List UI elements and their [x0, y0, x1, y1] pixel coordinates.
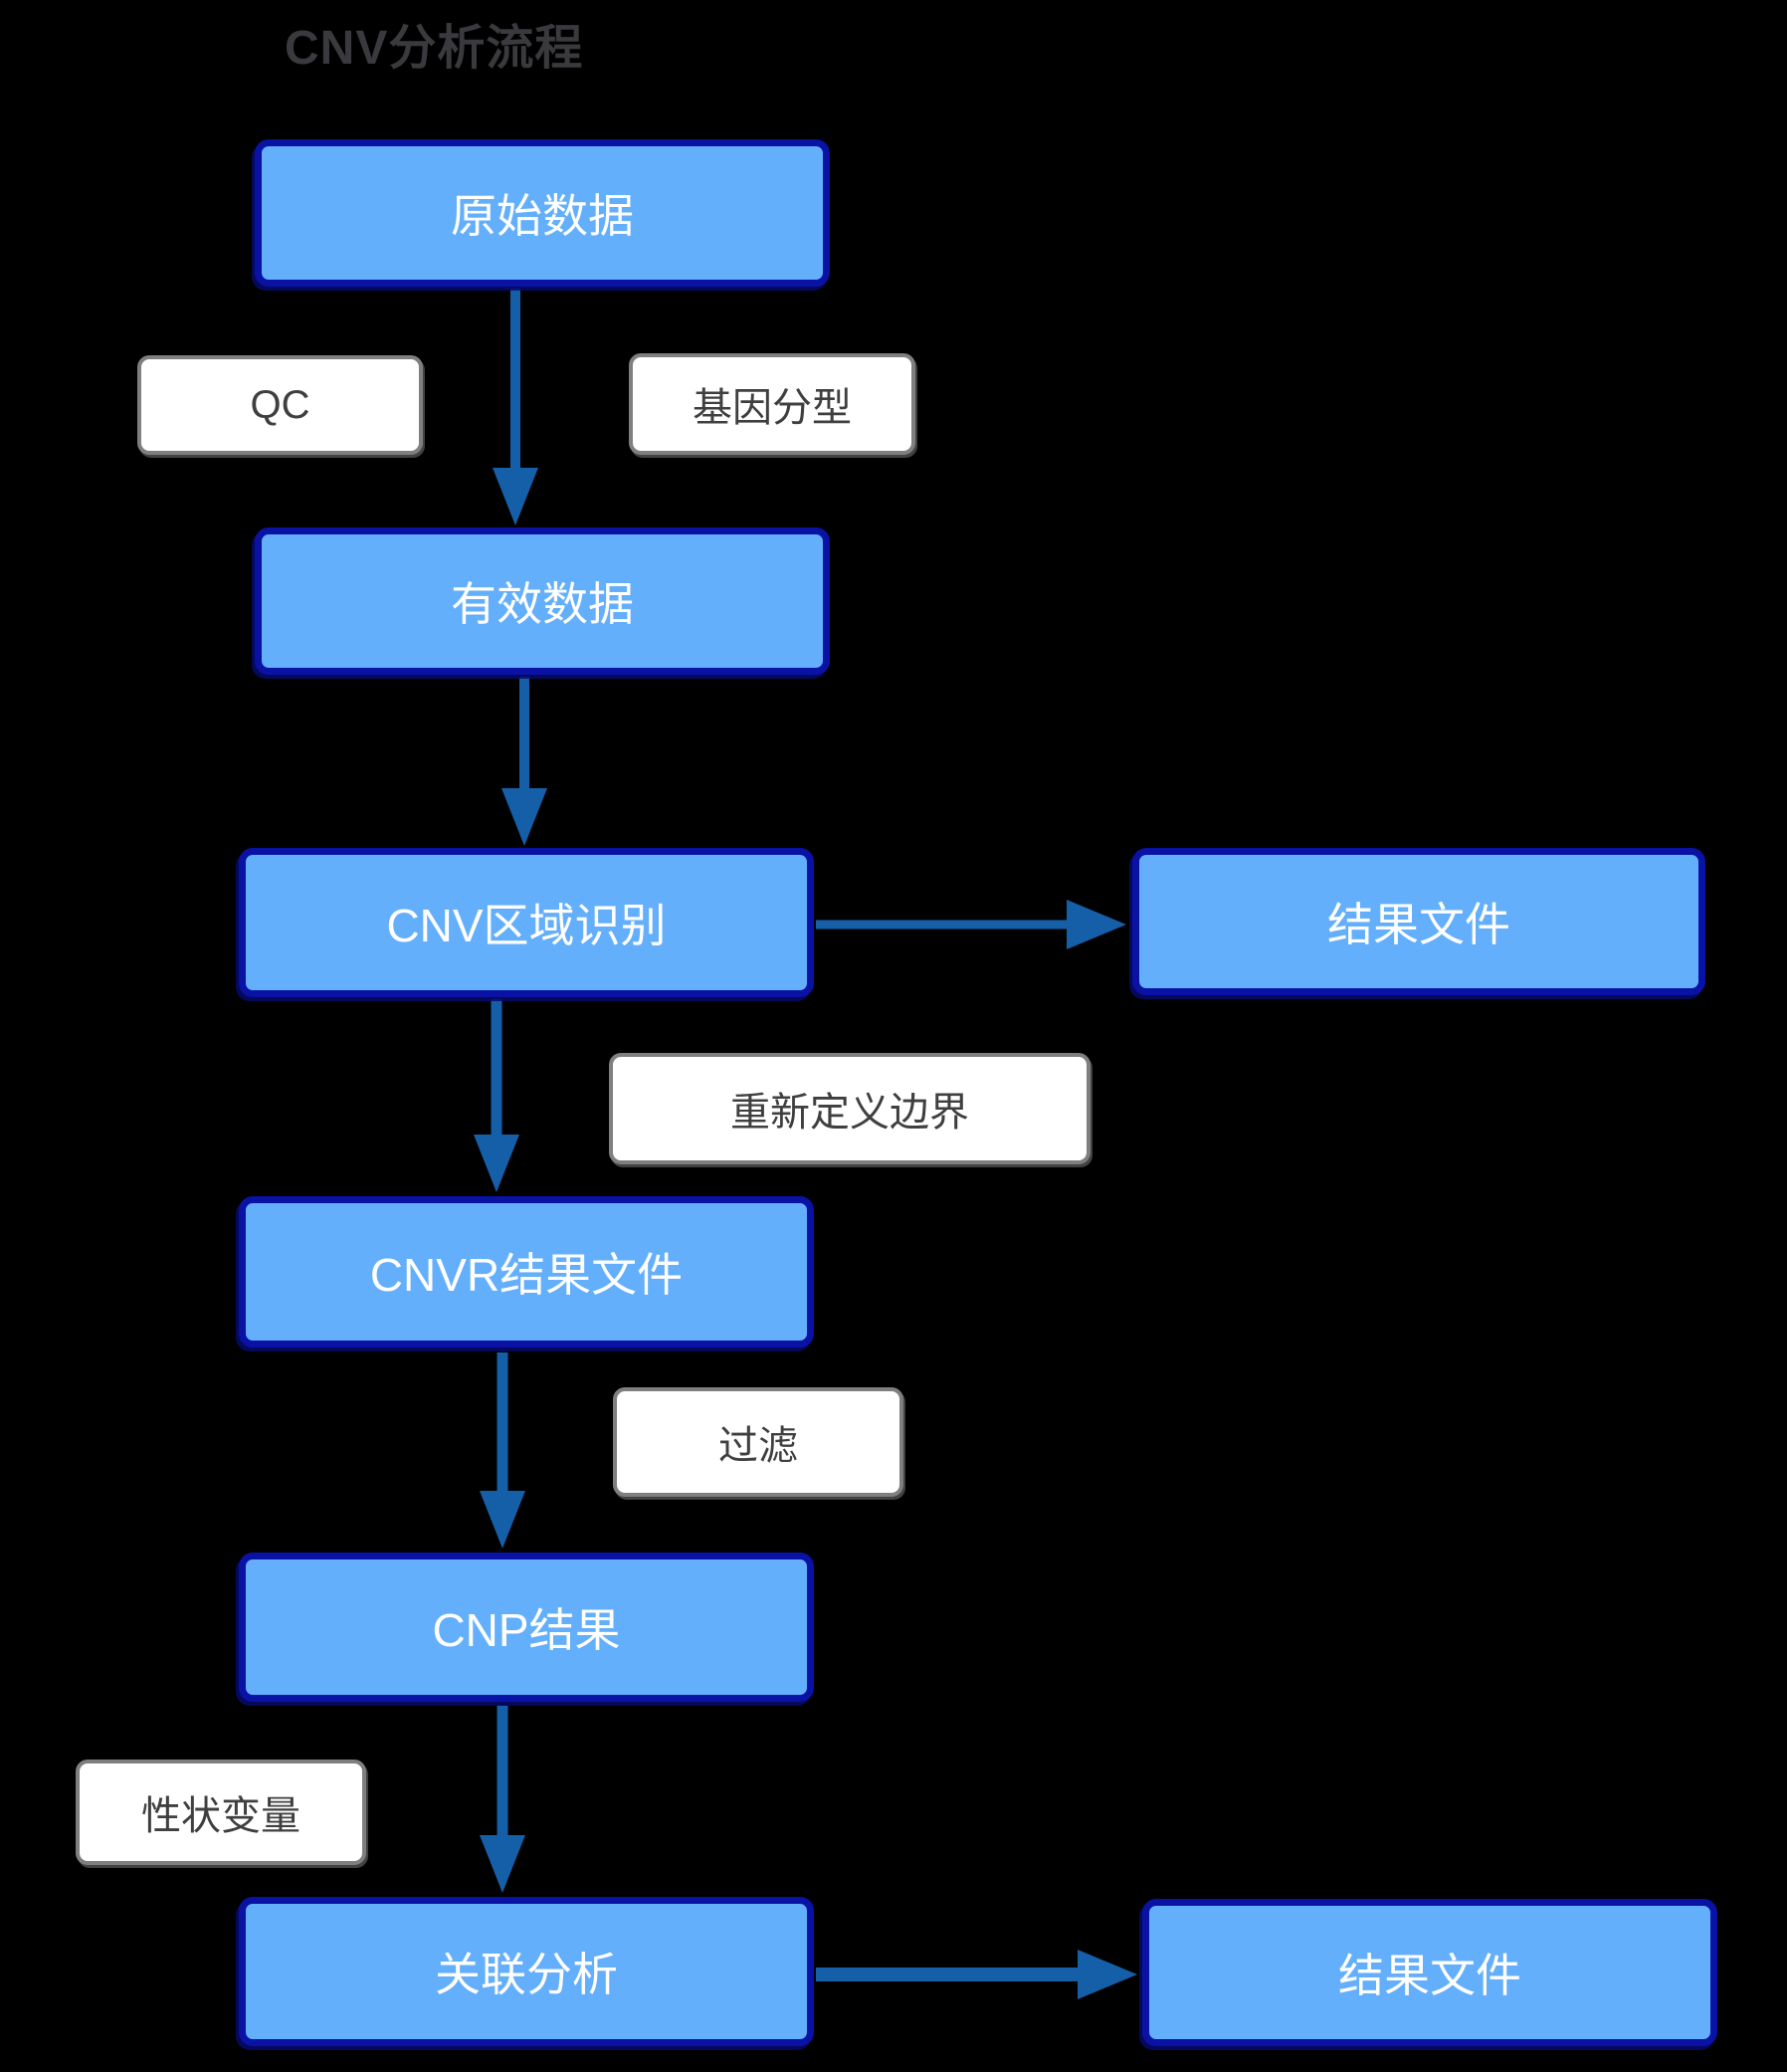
arrow-raw-to-valid — [493, 289, 538, 525]
node-raw-data: 原始数据 — [255, 139, 830, 287]
label-trait-variable: 性状变量 — [76, 1760, 366, 1865]
label-redefine-boundary: 重新定义边界 — [609, 1053, 1091, 1164]
label-genotyping-text: 基因分型 — [693, 386, 852, 430]
node-cnp-result-label: CNP结果 — [432, 1604, 621, 1656]
arrow-cnvregion-to-resultfile — [816, 900, 1126, 949]
arrow-cnvregion-to-cnvr — [474, 999, 519, 1192]
node-cnp-result: CNP结果 — [239, 1553, 814, 1702]
node-valid-data: 有效数据 — [255, 527, 830, 675]
arrow-cnp-to-association — [480, 1706, 525, 1893]
label-genotyping: 基因分型 — [629, 353, 915, 455]
label-qc-text: QC — [250, 382, 310, 427]
node-association-label: 关联分析 — [435, 1949, 618, 2000]
node-cnv-region-label: CNV区域识别 — [386, 900, 667, 951]
label-qc: QC — [137, 355, 423, 455]
label-filter: 过滤 — [613, 1387, 903, 1497]
node-cnvr-result-label: CNVR结果文件 — [369, 1249, 684, 1301]
node-valid-data-label: 有效数据 — [451, 578, 634, 630]
node-cnv-region-identification: CNV区域识别 — [239, 848, 814, 997]
label-trait-variable-text: 性状变量 — [141, 1794, 300, 1838]
arrow-association-to-resultfile — [816, 1950, 1137, 1999]
node-result-file-bottom: 结果文件 — [1142, 1899, 1717, 2046]
arrow-valid-to-cnvregion — [501, 677, 547, 846]
node-association-analysis: 关联分析 — [239, 1897, 814, 2046]
arrow-cnvr-to-cnp — [480, 1352, 525, 1549]
node-result-file-bottom-label: 结果文件 — [1338, 1950, 1521, 2001]
node-cnvr-result-file: CNVR结果文件 — [239, 1196, 814, 1347]
node-result-file-middle-label: 结果文件 — [1327, 899, 1510, 950]
label-redefine-boundary-text: 重新定义边界 — [730, 1091, 969, 1135]
label-filter-text: 过滤 — [718, 1424, 798, 1468]
node-raw-data-label: 原始数据 — [451, 190, 634, 242]
diagram-title: CNV分析流程 — [285, 22, 584, 75]
node-result-file-middle: 结果文件 — [1132, 848, 1705, 995]
